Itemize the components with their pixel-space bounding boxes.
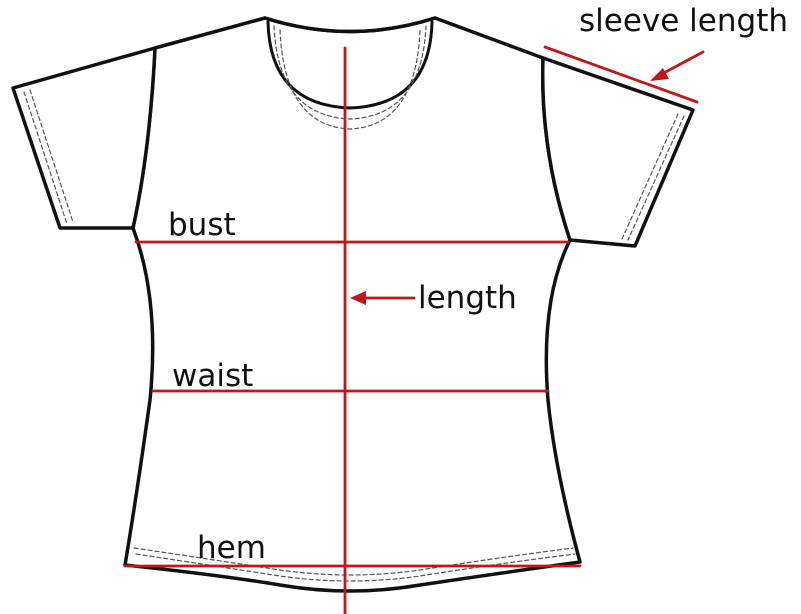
right-sleeve-outline bbox=[543, 58, 693, 246]
sleeve-length-arrow bbox=[660, 52, 703, 75]
bust-label: bust bbox=[168, 210, 236, 241]
hem-label: hem bbox=[197, 533, 266, 564]
left-sleeve-outline bbox=[13, 48, 155, 228]
waist-label: waist bbox=[172, 361, 253, 392]
sleeve-length-label: sleeve length bbox=[579, 6, 788, 37]
sleeve-length-arrowhead bbox=[650, 68, 669, 81]
length-label: length bbox=[418, 283, 517, 314]
